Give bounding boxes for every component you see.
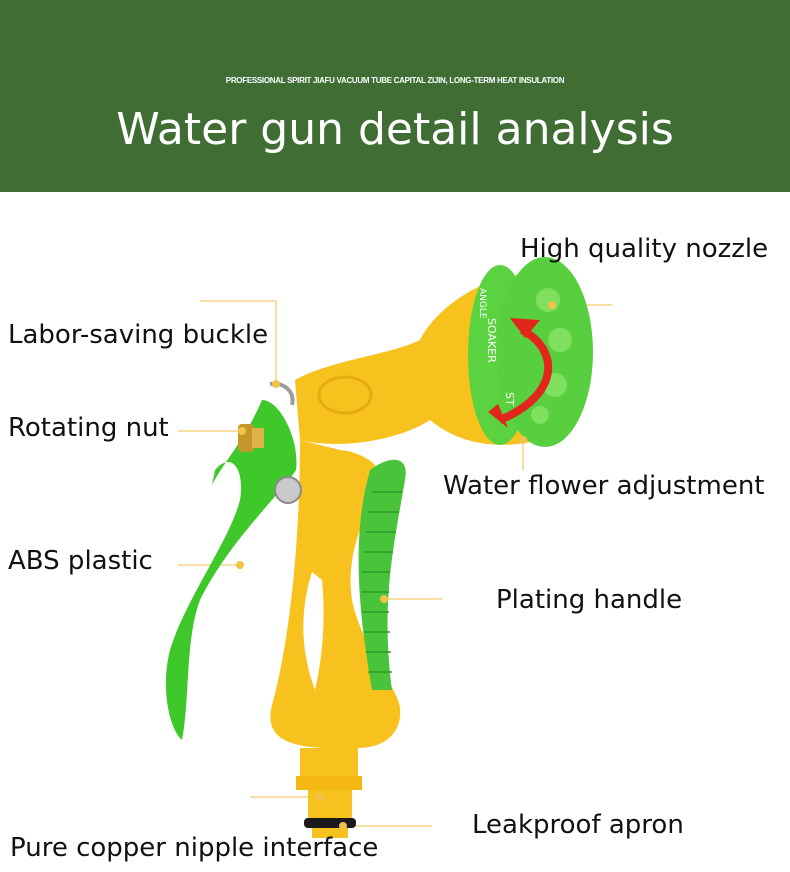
barrel-logo xyxy=(317,375,373,415)
label-plating-handle: Plating handle xyxy=(496,585,683,615)
callout-dot-water-flower xyxy=(519,436,527,444)
hose-connector xyxy=(300,748,358,780)
rotating-nut-shaft xyxy=(252,428,264,448)
trigger-lever xyxy=(165,400,297,740)
callout-dot-nipple xyxy=(316,793,324,801)
label-labor-saving-buckle: Labor-saving buckle xyxy=(8,320,269,350)
nipple-tip xyxy=(312,828,348,838)
hose-connector-flange xyxy=(296,776,362,790)
header-subtitle: PROFESSIONAL SPIRIT JIAFU VACUUM TUBE CA… xyxy=(225,76,565,85)
copper-nipple xyxy=(308,790,352,818)
leakproof-o-ring xyxy=(304,818,356,828)
label-leakproof-apron: Leakproof apron xyxy=(472,810,684,840)
nozzle-ring-text-soaker: SOAKER xyxy=(485,318,498,363)
label-abs-plastic: ABS plastic xyxy=(8,546,153,576)
rotation-arrowhead-top xyxy=(510,318,540,338)
header-banner xyxy=(0,0,790,192)
label-water-flower-adjustment: Water flower adjustment xyxy=(443,471,765,501)
trigger-pivot-screw xyxy=(274,476,302,504)
gun-handle xyxy=(270,440,401,749)
grip-ribs xyxy=(362,491,402,673)
label-pure-copper-nipple-interface: Pure copper nipple interface xyxy=(10,833,379,863)
callout-dot-buckle xyxy=(272,380,280,388)
label-rotating-nut: Rotating nut xyxy=(8,413,169,443)
water-gun-illustration: SOAKER ST ANGLE xyxy=(165,257,612,838)
nozzle-ring-text-angle: ANGLE xyxy=(477,288,487,319)
callout-dot-apron xyxy=(339,822,347,830)
label-high-quality-nozzle: High quality nozzle xyxy=(520,234,769,264)
handle-slot xyxy=(303,572,324,690)
callout-dot-handle xyxy=(380,595,388,603)
callout-dot-nut xyxy=(238,427,246,435)
rotation-arrowhead-bottom xyxy=(488,404,508,428)
rotation-arrow-icon xyxy=(498,326,553,424)
page-title: Water gun detail analysis xyxy=(116,104,674,155)
callout-dot-nozzle xyxy=(548,301,556,309)
callout-dot-abs xyxy=(236,561,244,569)
nozzle-ring-text-st: ST xyxy=(503,392,516,406)
